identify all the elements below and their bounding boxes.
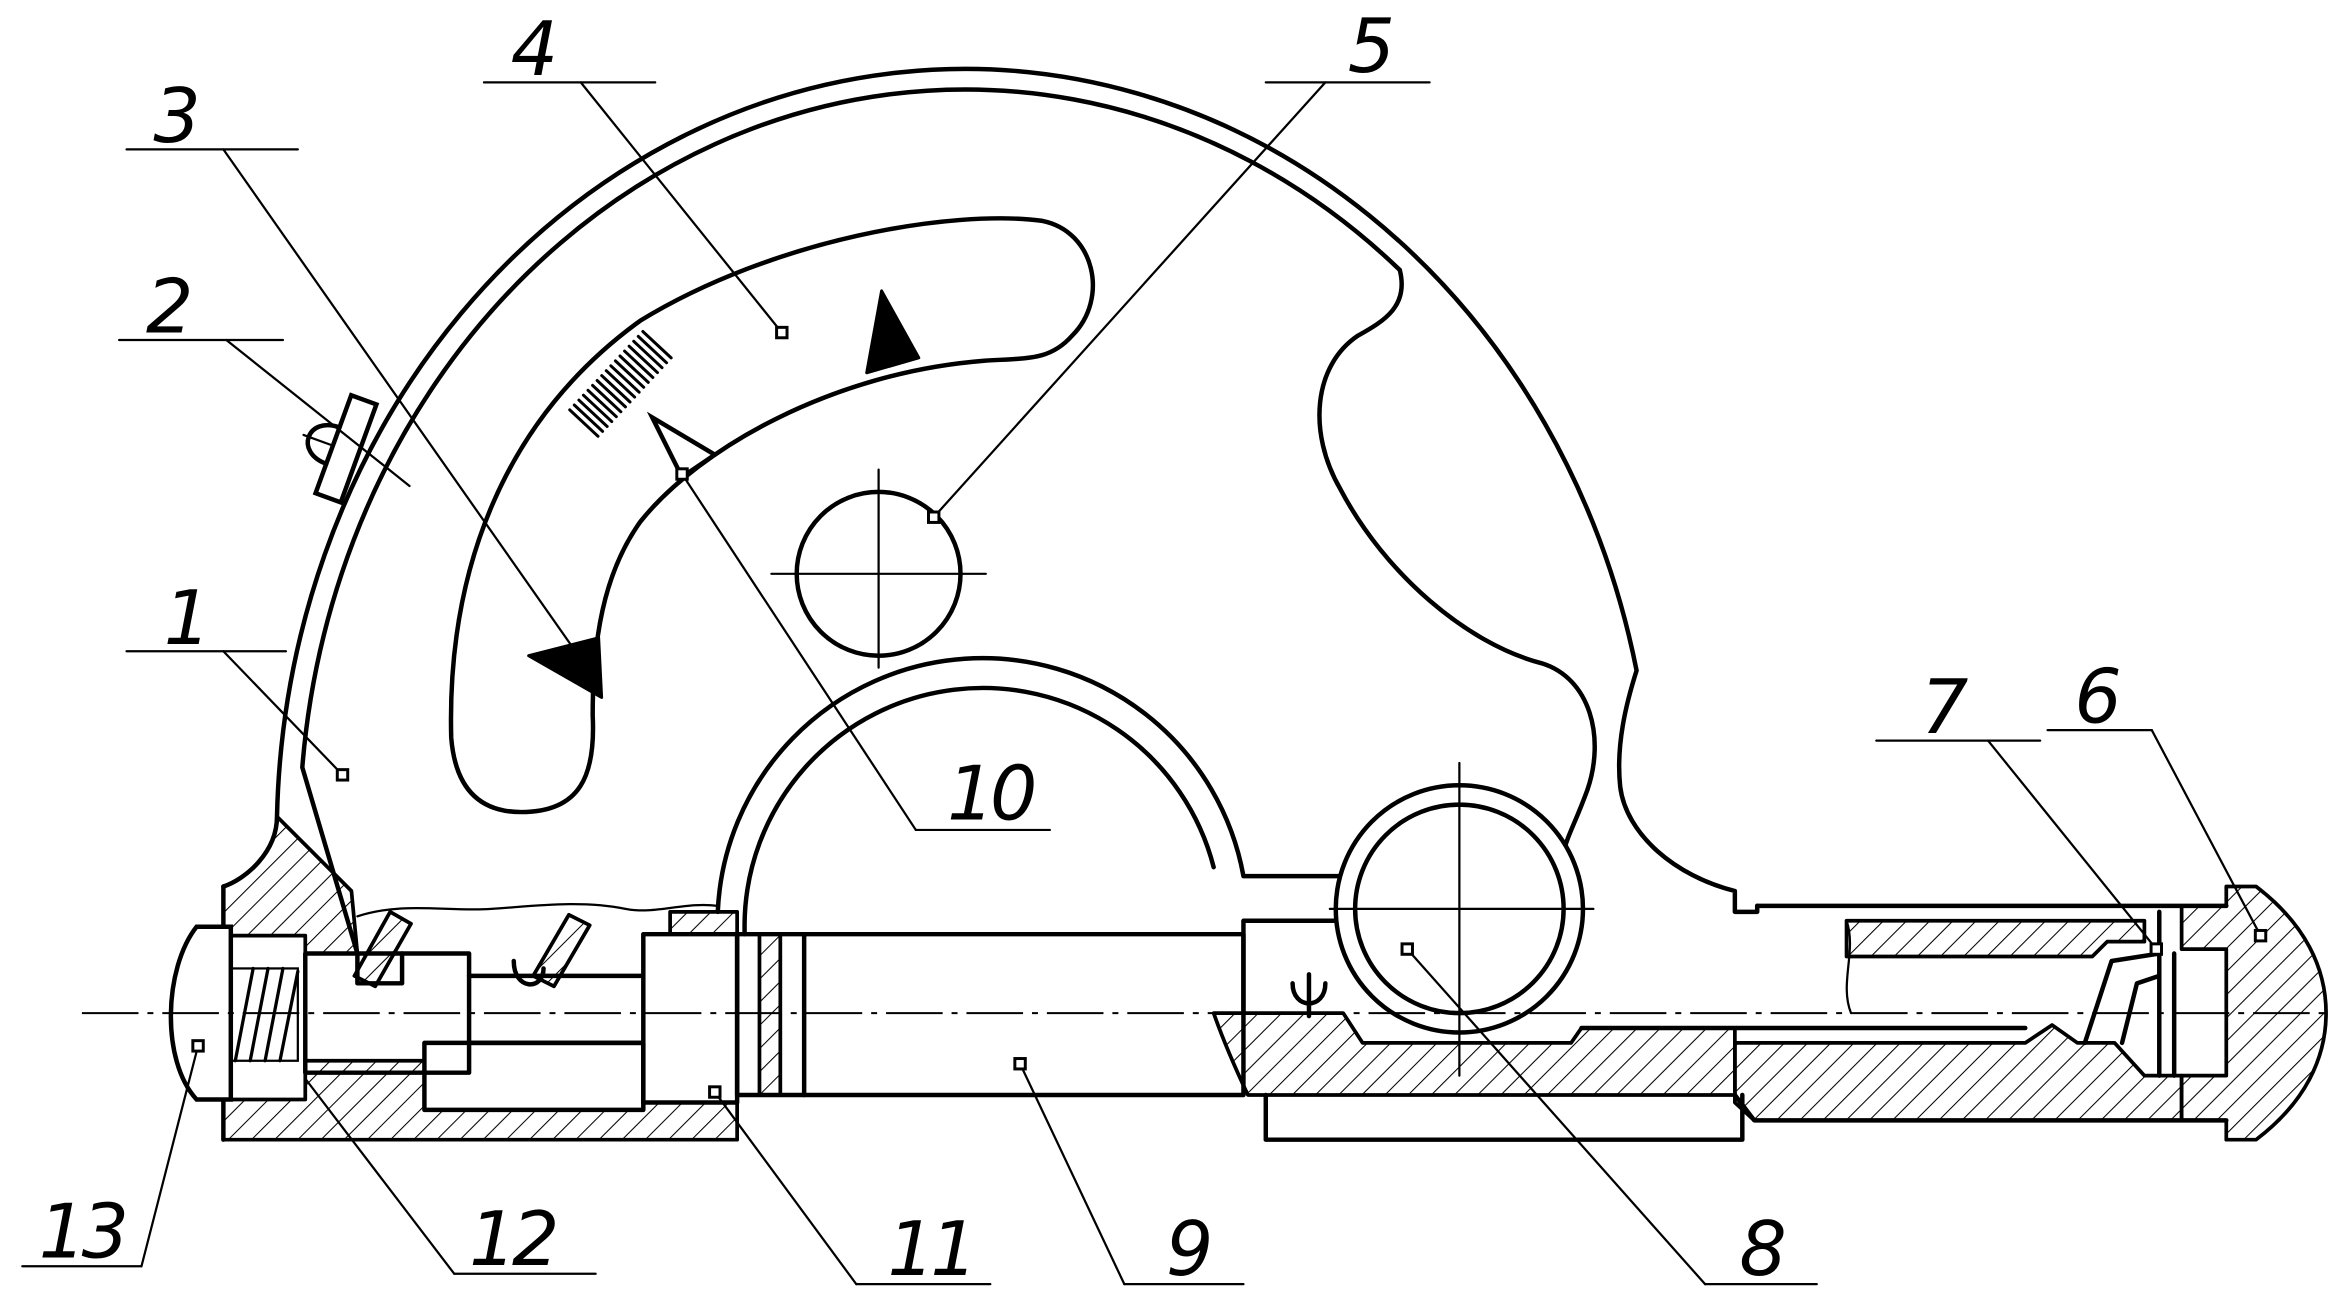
plunger-body: [2082, 909, 2177, 1078]
callout-10: 10: [675, 467, 1051, 838]
index-pointer: [646, 411, 719, 481]
spring-strip-right: [531, 912, 592, 989]
callout-7: 7: [1875, 664, 2164, 956]
callout-8: 8: [1400, 942, 1818, 1293]
housing-top-section: [221, 814, 360, 956]
callout-9-marker: [1013, 1057, 1027, 1071]
callout-11: 11: [708, 1085, 992, 1293]
block-piece: [641, 931, 740, 1105]
rim-pin-boss: [312, 392, 380, 506]
callout-7-label: 7: [1921, 664, 1968, 751]
callout-9-leader: [1018, 1062, 1126, 1286]
callout-5: 5: [927, 3, 1431, 524]
callout-2-label: 2: [146, 264, 189, 351]
callout-6: 6: [2046, 654, 2268, 943]
callout-1: 1: [125, 575, 350, 782]
callout-1-label: 1: [164, 575, 207, 662]
callout-4-label: 4: [511, 6, 554, 93]
callout-12: 12: [304, 1077, 597, 1283]
body-rim-inner-line: [300, 87, 1403, 956]
callout-8-leader: [1406, 947, 1707, 1286]
graduation-ticks: [568, 329, 673, 438]
lower-assembly: [81, 761, 2331, 1142]
callout-12-label: 12: [469, 1196, 555, 1283]
scale-slot: [448, 216, 1096, 815]
rim-pin-axis: [302, 433, 335, 447]
callout-4-marker: [775, 325, 789, 340]
callout-7-leader: [1986, 739, 2158, 951]
callout-8-label: 8: [1739, 1206, 1784, 1293]
callout-1-marker: [335, 768, 350, 782]
callout-6-label: 6: [2074, 654, 2119, 741]
callout-6-marker: [2253, 928, 2268, 943]
tube-bottom-section: [1733, 1023, 2184, 1123]
callout-12-leader: [304, 1077, 456, 1275]
callout-7-marker: [2149, 942, 2164, 956]
callout-1-leader: [222, 650, 344, 776]
slider-block: [1241, 918, 1346, 1016]
hole-centerlines: [770, 468, 987, 669]
callout-2-leader: [225, 338, 411, 488]
pivot-centerlines: [1328, 761, 1595, 1077]
callout-10-marker: [675, 467, 689, 481]
rim-pin: [302, 392, 380, 506]
callout-13-marker: [191, 1039, 205, 1053]
body-view: [221, 66, 1760, 956]
callout-13: 13: [21, 1039, 205, 1275]
callout-5-marker: [927, 510, 941, 524]
arch-inner: [742, 685, 1216, 937]
cap-spring: [229, 966, 300, 1063]
block-top-section: [668, 909, 739, 937]
callout-5-leader: [932, 81, 1327, 519]
callout-9-label: 9: [1166, 1206, 1209, 1293]
callout-4: 4: [482, 6, 789, 340]
tube-top-section: [1844, 918, 2147, 959]
lower-guide: [422, 1040, 646, 1113]
measuring-rod: [734, 931, 1246, 1098]
callouts: 1 2 3 4 5 6: [21, 3, 2268, 1293]
callout-13-label: 13: [39, 1188, 125, 1275]
callout-3: 3: [125, 73, 585, 665]
slider-groove: [1290, 972, 1328, 1019]
body-outer-contour: [221, 66, 1760, 915]
spring-coils: [233, 966, 300, 1063]
body-cutout-contour: [1317, 267, 1597, 855]
callout-3-label: 3: [153, 73, 196, 160]
spring-strip-left: [352, 909, 413, 989]
guide-bottom-plate: [1263, 1092, 1745, 1142]
callout-4-leader: [579, 81, 783, 334]
rod-ring-section: [757, 932, 783, 1097]
left-pointer: [527, 636, 604, 699]
guide-section: [1211, 1011, 1737, 1097]
callout-3-leader: [222, 148, 585, 665]
callout-11-label: 11: [888, 1206, 974, 1293]
callout-10-label: 10: [947, 751, 1034, 838]
tube-break-line: [1845, 919, 1853, 1015]
callout-9: 9: [1013, 1057, 1245, 1293]
upper-pointer: [865, 289, 921, 375]
callout-11-marker: [708, 1085, 722, 1099]
callout-5-label: 5: [1348, 3, 1392, 90]
callout-13-leader: [140, 1044, 200, 1268]
callout-6-leader: [2150, 729, 2262, 937]
callout-10-leader: [680, 472, 917, 832]
graduation-scale: [568, 329, 673, 438]
plunger: [2082, 909, 2177, 1078]
callout-11-leader: [713, 1090, 858, 1286]
callout-2: 2: [118, 264, 411, 488]
arch-outer: [715, 655, 1343, 915]
break-line: [356, 903, 719, 918]
callout-8-marker: [1400, 942, 1414, 956]
strip-hook: [511, 958, 546, 987]
